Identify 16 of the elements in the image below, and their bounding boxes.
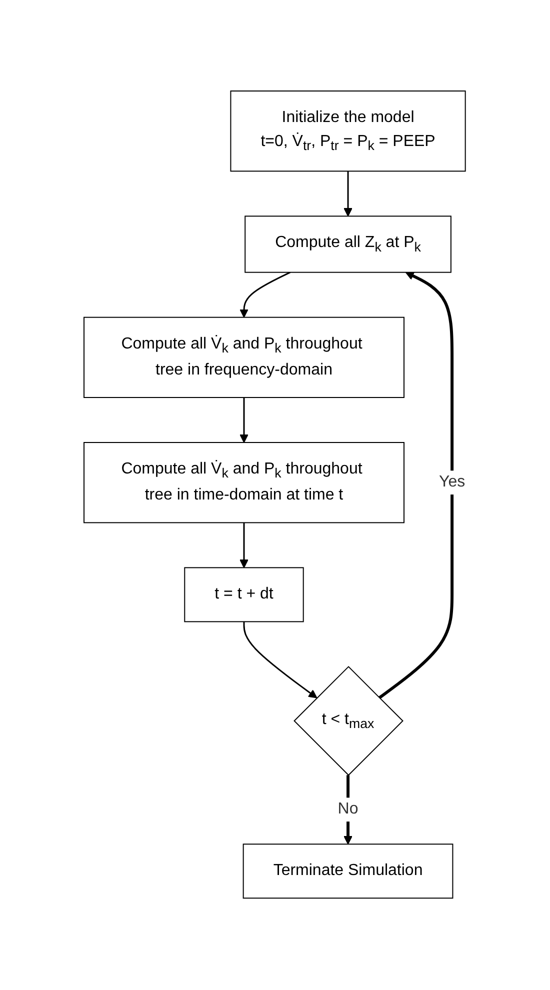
node-box: Compute all V̇$_{k}$ and P$_{k}$ throughout tree in time-domain at time t <box>84 442 405 524</box>
node-box: Compute all V̇$_{k}$ and P$_{k}$ throughout tree in frequency-domain <box>84 317 405 398</box>
edge-label: No <box>338 801 359 818</box>
node-box: t = t + dt <box>184 568 304 623</box>
node-box: Compute all Z$_{k}$ at P$_{k}$ <box>244 216 452 274</box>
arrow <box>244 622 318 699</box>
arrow <box>378 272 454 700</box>
arrow <box>344 172 353 217</box>
node-box: Initialize the model t=0, V̇$_{tr}$, P$_{tr}$ = P$_{k}$ = PEEP <box>230 90 466 172</box>
edge-label: Yes <box>439 474 466 492</box>
arrow <box>240 272 291 318</box>
node-diamond: t < t$_{max}$ <box>294 666 404 776</box>
node-box: Terminate Simulation <box>243 844 454 900</box>
arrow <box>344 776 353 845</box>
arrow <box>240 398 249 444</box>
arrow <box>240 523 249 568</box>
